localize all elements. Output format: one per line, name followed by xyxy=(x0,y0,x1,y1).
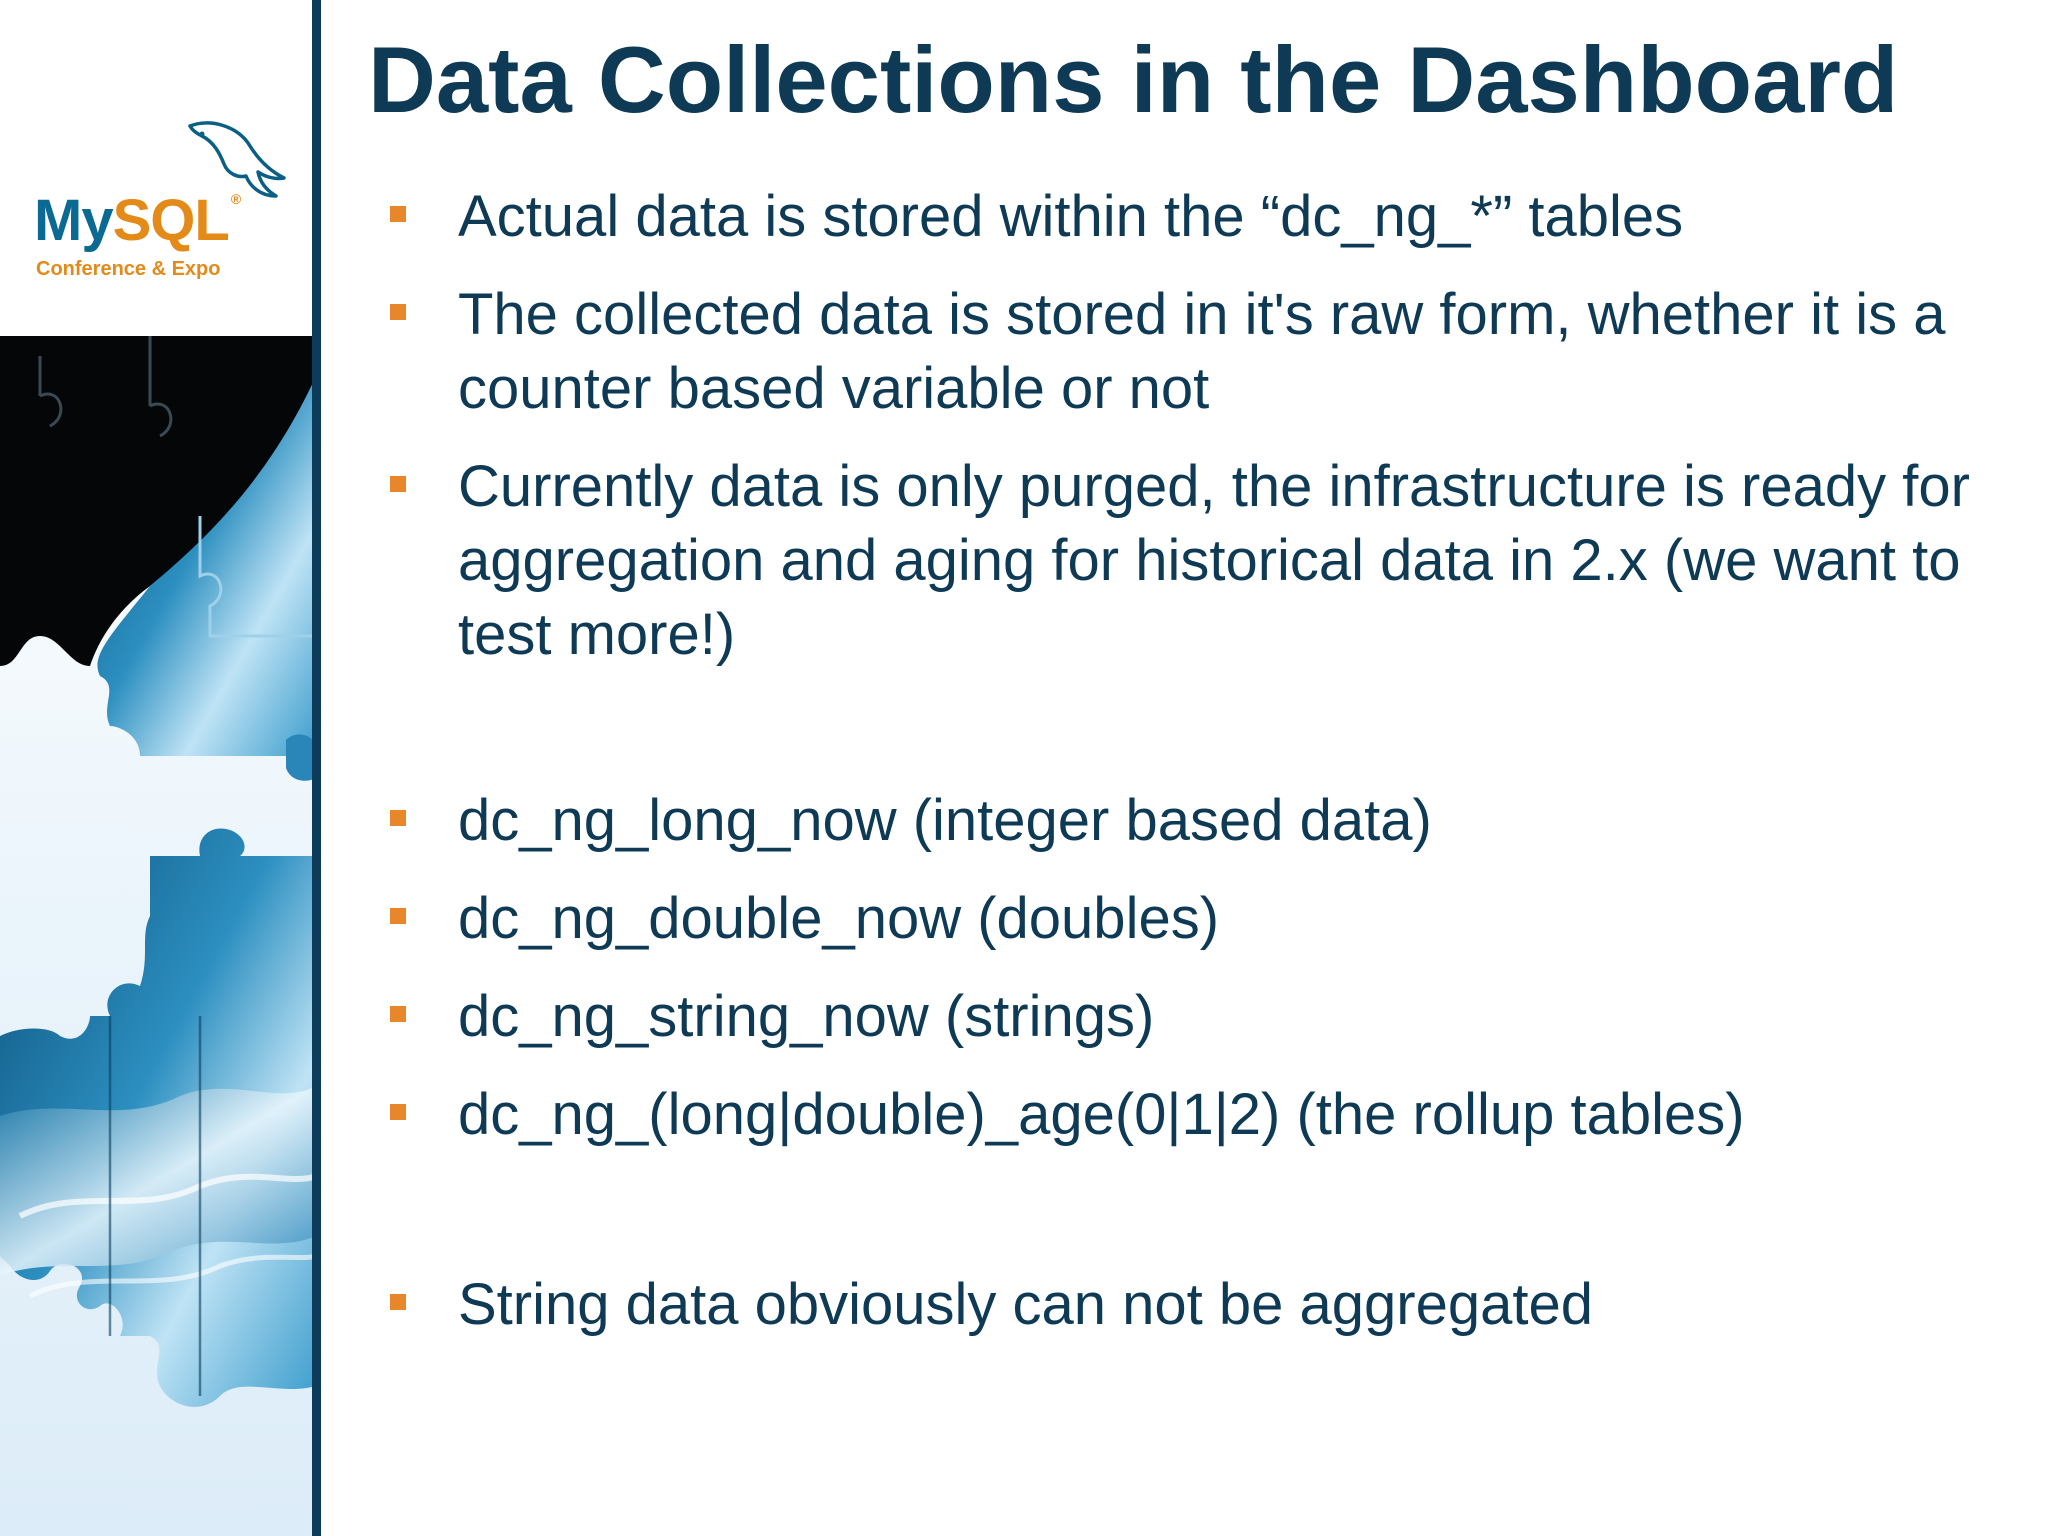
side-panel: MySQL® Conference & Expo xyxy=(0,0,316,1536)
logo-subtitle: Conference & Expo xyxy=(36,258,221,280)
bullet-item: String data obviously can not be aggrega… xyxy=(390,1268,2020,1342)
bullet-item: Actual data is stored within the “dc_ng_… xyxy=(390,180,2020,254)
bullet-item: The collected data is stored in it's raw… xyxy=(390,278,2020,426)
bullet-text: dc_ng_long_now (integer based data) xyxy=(458,788,1432,853)
bullet-item: Currently data is only purged, the infra… xyxy=(390,450,2020,672)
logo-word-my: My xyxy=(34,188,114,253)
bullet-list: Actual data is stored within the “dc_ng_… xyxy=(390,180,2020,1366)
bullet-text: Actual data is stored within the “dc_ng_… xyxy=(458,184,1684,249)
bullet-text: dc_ng_string_now (strings) xyxy=(458,984,1155,1049)
bullet-item: dc_ng_string_now (strings) xyxy=(390,980,2020,1054)
mysql-logo: MySQL® Conference & Expo xyxy=(30,120,300,290)
bullet-item: dc_ng_double_now (doubles) xyxy=(390,882,2020,956)
bullet-item: dc_ng_(long|double)_age(0|1|2) (the roll… xyxy=(390,1078,2020,1152)
bullet-square-icon xyxy=(390,206,406,222)
bullet-text: Currently data is only purged, the infra… xyxy=(458,454,1970,667)
bullet-square-icon xyxy=(390,476,406,492)
bullet-square-icon xyxy=(390,908,406,924)
bullet-square-icon xyxy=(390,304,406,320)
bullet-text: dc_ng_(long|double)_age(0|1|2) (the roll… xyxy=(458,1082,1745,1147)
bullet-text: String data obviously can not be aggrega… xyxy=(458,1272,1594,1337)
bullet-square-icon xyxy=(390,1104,406,1120)
logo-registered-mark: ® xyxy=(230,191,241,207)
slide-title: Data Collections in the Dashboard xyxy=(368,27,1899,132)
bullet-item: dc_ng_long_now (integer based data) xyxy=(390,784,2020,858)
bullet-text: The collected data is stored in it's raw… xyxy=(458,282,1946,421)
bullet-text: dc_ng_double_now (doubles) xyxy=(458,886,1220,951)
side-divider xyxy=(312,0,321,1536)
dolphin-icon xyxy=(188,121,286,198)
bullet-square-icon xyxy=(390,810,406,826)
bullet-square-icon xyxy=(390,1006,406,1022)
puzzle-earth-image xyxy=(0,336,316,1407)
logo-wordmark: MySQL® xyxy=(34,191,241,250)
logo-word-sql: SQL xyxy=(112,188,230,253)
bullet-square-icon xyxy=(390,1294,406,1310)
